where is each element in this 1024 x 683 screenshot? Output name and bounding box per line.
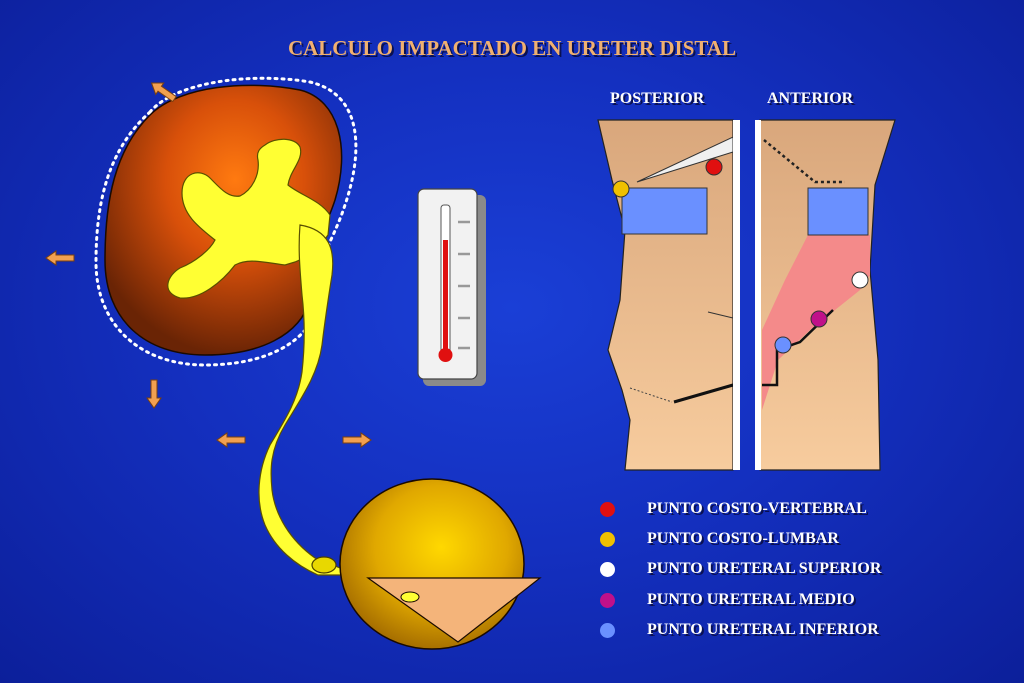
ureteral-stone	[311, 556, 337, 574]
blue-dot-icon	[600, 622, 615, 638]
legend-item: PUNTO COSTO-VERTEBRAL	[600, 497, 867, 521]
legend-label: PUNTO COSTO-LUMBAR	[647, 530, 839, 547]
divider	[733, 120, 740, 470]
legend-item: PUNTO URETERAL SUPERIOR	[600, 557, 881, 581]
thermometer-icon	[417, 188, 486, 386]
arrow-icon	[216, 432, 246, 448]
legend-label: PUNTO COSTO-VERTEBRAL	[647, 500, 867, 517]
anterior-torso	[759, 119, 896, 471]
legend-item: PUNTO COSTO-LUMBAR	[600, 527, 839, 551]
arrow-icon	[146, 379, 162, 409]
posterior-label: POSTERIOR	[610, 90, 705, 107]
ureteral-superior-point	[851, 271, 869, 289]
legend-item: PUNTO URETERAL INFERIOR	[600, 618, 879, 642]
arrow-icon	[342, 432, 372, 448]
red-dot-icon	[600, 501, 615, 517]
ureteral-inferior-point	[774, 336, 792, 354]
arrow-icon	[45, 250, 75, 266]
costovertebral-point	[705, 158, 723, 176]
posterior-torso	[597, 119, 734, 471]
anterior-kidney-area	[807, 187, 869, 236]
costolumbar-point	[612, 180, 630, 198]
bladder	[339, 478, 542, 650]
bladder-stone	[400, 591, 420, 603]
legend-label: PUNTO URETERAL INFERIOR	[647, 621, 879, 638]
magenta-dot-icon	[600, 592, 615, 608]
legend-label: PUNTO URETERAL MEDIO	[647, 591, 855, 608]
legend-item: PUNTO URETERAL MEDIO	[600, 588, 855, 612]
yellow-dot-icon	[600, 531, 615, 547]
page-title: CALCULO IMPACTADO EN URETER DISTAL	[287, 36, 737, 60]
ureteral-medio-point	[810, 310, 828, 328]
divider	[755, 120, 761, 470]
legend-label: PUNTO URETERAL SUPERIOR	[647, 560, 882, 577]
anterior-label: ANTERIOR	[767, 90, 854, 107]
renal-pelvis	[167, 138, 331, 299]
white-dot-icon	[600, 561, 615, 577]
posterior-kidney-area	[621, 187, 708, 235]
